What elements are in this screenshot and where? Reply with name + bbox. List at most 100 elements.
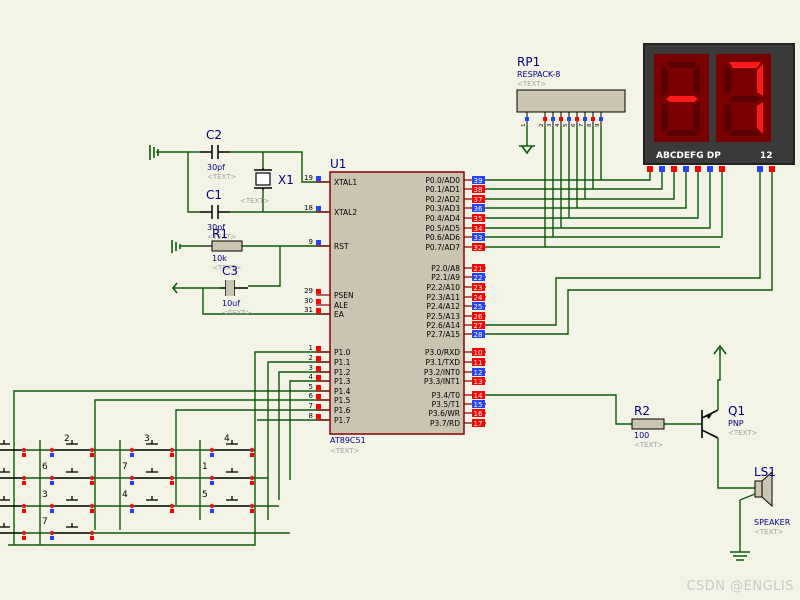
u1-pin-number: 37 (474, 196, 483, 204)
keypad-button[interactable] (129, 496, 175, 513)
keypad-button[interactable] (49, 440, 95, 457)
capacitor-c2[interactable]: C2 30pf <TEXT> (200, 128, 237, 181)
u1-pin-number: 16 (474, 410, 483, 418)
speaker-ls1[interactable]: LS1 SPEAKER <TEXT> (739, 465, 791, 536)
rp1-pin[interactable]: 1 (521, 112, 529, 127)
keypad-button[interactable] (0, 468, 27, 485)
u1-pin-number: 32 (474, 244, 483, 252)
u1-pin-name: P2.2/A10 (426, 283, 460, 292)
rp1-pin[interactable]: 7 (579, 112, 587, 127)
keypad-button[interactable] (0, 440, 27, 457)
display-pin[interactable] (719, 166, 725, 172)
u1-pin-number: 13 (474, 378, 483, 386)
segment-f (725, 64, 731, 96)
capacitor-c3[interactable]: C3 10uf <TEXT> (220, 264, 252, 317)
resistor-r1[interactable]: R1 10k <TEXT> (200, 227, 243, 272)
resistor-r2[interactable]: R2 100 <TEXT> (631, 404, 665, 449)
keypad-button[interactable] (129, 468, 175, 485)
display-pin[interactable] (707, 166, 713, 172)
rp1-pin-number: 9 (595, 123, 601, 127)
keypad-button[interactable] (49, 496, 95, 513)
keypad-button[interactable] (49, 523, 95, 540)
u1-pin-number: 6 (309, 392, 314, 400)
x1-ref: X1 (278, 173, 294, 187)
seven-segment-display[interactable]: ABCDEFG DP 12 (643, 43, 795, 172)
display-pin[interactable] (695, 166, 701, 172)
transistor-q1[interactable]: Q1 PNP <TEXT> (701, 404, 758, 439)
keypad-button[interactable] (129, 440, 175, 457)
rp1-pin[interactable]: 9 (595, 112, 603, 127)
keypad-label: 7 (42, 517, 48, 527)
q1-ref: Q1 (728, 404, 745, 418)
rp1-pin[interactable]: 2 (539, 112, 547, 127)
u1-pin-name: XTAL2 (334, 208, 357, 217)
rp1-pin[interactable]: 4 (555, 112, 563, 127)
power-arrow-icon (171, 282, 183, 294)
rp1-pin-number: 4 (555, 123, 561, 127)
rp1-pin[interactable]: 5 (563, 112, 571, 127)
display-pin[interactable] (647, 166, 653, 172)
display-pin[interactable] (683, 166, 689, 172)
display-pin[interactable] (757, 166, 763, 172)
rp1-pin[interactable]: 8 (587, 112, 595, 127)
keypad-button[interactable] (49, 468, 95, 485)
capacitor-c1[interactable]: C1 30pf <TEXT> (200, 188, 237, 241)
crystal-x1[interactable]: X1 <TEXT> (240, 168, 294, 205)
keypad-button[interactable] (209, 468, 255, 485)
keypad-button[interactable] (0, 523, 27, 540)
u1-pin-name: P2.6/A14 (426, 321, 460, 330)
keypad-button[interactable] (0, 496, 27, 513)
display-pin[interactable] (769, 166, 775, 172)
u1-pin-number: 22 (474, 274, 483, 282)
ls1-ref: LS1 (754, 465, 776, 479)
u1-text-placeholder: <TEXT> (330, 447, 360, 455)
keypad-button[interactable] (209, 440, 255, 457)
keypad-button[interactable] (209, 496, 255, 513)
rp1-pin[interactable]: 6 (571, 112, 579, 127)
display-pin[interactable] (659, 166, 665, 172)
display-pin[interactable] (671, 166, 677, 172)
r1-ref: R1 (212, 227, 228, 241)
rp1-pin[interactable]: 3 (547, 112, 555, 127)
